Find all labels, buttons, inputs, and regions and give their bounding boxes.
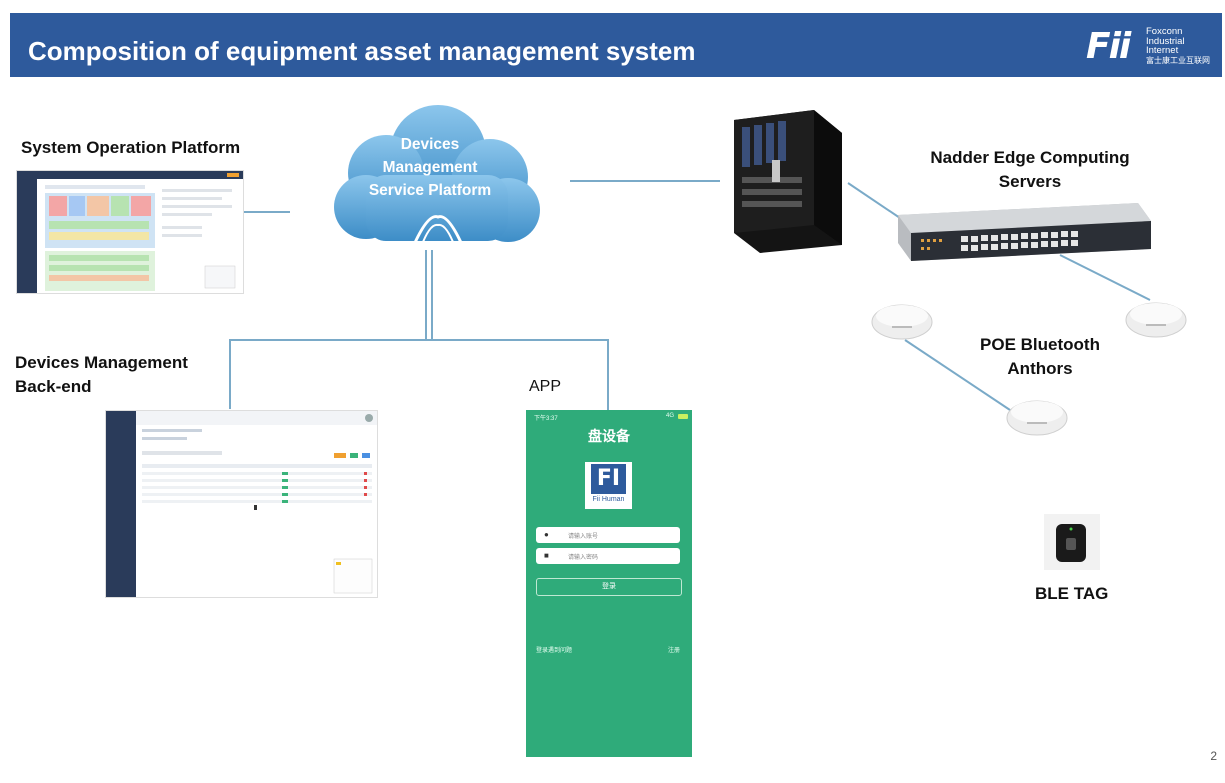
fii-logo: Fii Foxconn Industrial Internet 富士康工业互联网 — [1086, 27, 1216, 67]
app-phone-screenshot: 下午3:37 4G 盘设备 FI Fii Human ● 请输入账号 ■ 请输入… — [526, 410, 692, 757]
password-field[interactable]: ■ 请输入密码 — [536, 548, 680, 564]
platform-ui-thumbnail — [17, 171, 243, 293]
cloud-icon — [334, 105, 540, 248]
logo-mark: Fii — [1086, 26, 1131, 67]
poe-anchor-label: POE Bluetooth Anthors — [980, 335, 1100, 378]
logo-text: Foxconn Industrial Internet 富士康工业互联网 — [1146, 26, 1210, 65]
ble-tag-label: BLE TAG — [1035, 584, 1109, 603]
app-label: APP — [529, 378, 562, 395]
bluetooth-anchor-icon-left — [871, 304, 933, 340]
connector-platform-cloud — [243, 211, 290, 213]
register-link[interactable]: 注册 — [667, 648, 680, 654]
network-switch-icon — [898, 203, 1151, 261]
connector-horizontal-bus — [229, 339, 609, 341]
edge-server-label: Nadder Edge Computing Servers — [930, 148, 1130, 191]
bluetooth-anchor-icon-bottom — [1006, 400, 1068, 436]
connector-cloud-trunk-a — [425, 250, 427, 340]
page-number: 2 — [1210, 749, 1217, 763]
fii-human-logo: FI Fii Human — [585, 462, 632, 509]
backend-screenshot — [105, 410, 378, 598]
title-banner: Composition of equipment asset managemen… — [10, 13, 1222, 77]
forgot-link[interactable]: 登录遇到问题 — [536, 648, 573, 654]
connector-bus-backend — [229, 339, 231, 409]
connector-cloud-server — [570, 180, 720, 182]
login-button[interactable]: 登录 — [536, 578, 682, 596]
lock-icon: ■ — [544, 551, 549, 560]
cloud-label: Devices Management Service Platform — [368, 136, 492, 199]
bluetooth-anchor-icon-right — [1125, 302, 1187, 338]
operation-platform-label: System Operation Platform — [21, 138, 241, 157]
user-icon: ● — [544, 530, 549, 539]
app-title: 盘设备 — [588, 428, 630, 444]
ble-tag-icon — [1044, 514, 1100, 570]
connector-anchor-left-bottom — [904, 339, 1011, 411]
username-field[interactable]: ● 请输入账号 — [536, 527, 680, 543]
connector-switch-anchor-right — [1059, 254, 1151, 301]
phone-status-bar: 下午3:37 4G — [526, 410, 692, 424]
edge-server-icon — [734, 110, 842, 253]
connector-server-switch — [847, 182, 901, 219]
connector-cloud-trunk-b — [431, 250, 433, 340]
operation-platform-screenshot — [16, 170, 244, 294]
page-title: Composition of equipment asset managemen… — [28, 36, 696, 66]
backend-label: Devices Management Back-end — [15, 353, 188, 396]
connector-bus-app — [607, 339, 609, 410]
backend-ui-thumbnail — [106, 411, 377, 597]
